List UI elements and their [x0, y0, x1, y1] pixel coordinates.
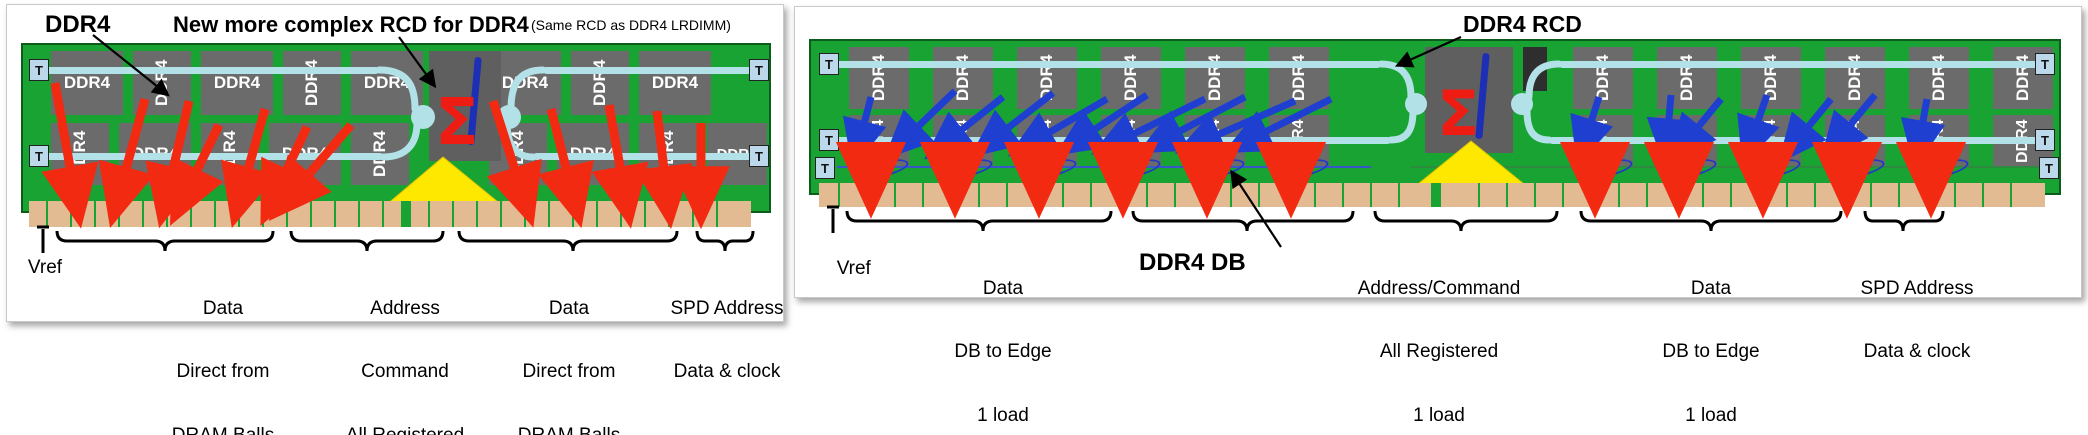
addr-trace-lower-left [835, 137, 1391, 144]
dram-package: DDR4 [1825, 47, 1885, 109]
terminator-bottom-right: T [2039, 157, 2059, 179]
left-edge-connector [29, 201, 751, 227]
dram-package: DDR4 [1909, 47, 1969, 109]
addr-trace-right [1559, 61, 2045, 68]
addr-node-right [497, 105, 521, 129]
terminator-bottom-left: T [29, 145, 49, 167]
db-m-icon: M [1285, 145, 1311, 175]
db-m-icon: M [1201, 145, 1227, 175]
addr-trace-lower-left [43, 153, 383, 160]
addr-node-right [1511, 93, 1533, 115]
addr-node-left [411, 105, 435, 129]
db-m-icon: M [865, 145, 891, 175]
terminator-top-right: T [2035, 53, 2055, 75]
left-pcb: DDR4 DDR4 DDR4 DDR4 DDR4 DDR4 DDR4 DDR4 … [21, 43, 771, 213]
db-m-icon: M [1589, 145, 1615, 175]
dram-package: DDR4 [201, 51, 273, 115]
dram-package: DDR4 [933, 47, 993, 109]
dram-package: DDR4 [1269, 47, 1329, 109]
rcd-sigma-icon: Σ [435, 86, 479, 160]
db-m-icon: M [949, 145, 975, 175]
caption-address-command: Address Command All Registered 1 load [346, 297, 464, 435]
dram-package: DDR4 [1573, 47, 1633, 109]
terminator-top-left: T [29, 59, 49, 81]
caption-vref: Vref [27, 257, 63, 278]
right-title-rcd: DDR4 RCD [1463, 11, 1582, 37]
dram-package: DDR4 [1185, 47, 1245, 109]
dram-package: DDR4 [1017, 47, 1077, 109]
rcd-side-chip [1523, 47, 1547, 91]
caption-data-left: Data Direct from DRAM Balls 1 – 2 loads [172, 297, 274, 435]
dram-package: DDR4 [639, 51, 711, 115]
terminator-bottom-right: T [749, 145, 769, 167]
addr-trace-right [543, 67, 753, 74]
caption-data-right: Data DB to Edge 1 load [1662, 277, 1760, 427]
addr-trace-lower-right [533, 153, 753, 160]
dram-package: DDR4 [849, 47, 909, 109]
addr-node-left [1405, 93, 1427, 115]
dram-package: DDR4 [351, 51, 423, 115]
dram-package: DDR4 [51, 51, 123, 115]
addr-trace-left [43, 67, 379, 74]
dram-package: DDR4 [133, 51, 191, 115]
dram-package: DDR4 [1741, 47, 1801, 109]
db-m-icon: M [1841, 145, 1867, 175]
addr-trace-lower-right [1549, 137, 2045, 144]
dram-package: DDR4 [1657, 47, 1717, 109]
caption-address-command: Address/Command All Registered 1 load [1357, 277, 1521, 427]
caption-spd: SPD Address Data & clock [670, 297, 784, 383]
label-ddr4-db: DDR4 DB [1139, 249, 1246, 276]
left-panel-rdimm: DDR4 New more complex RCD for DDR4 (Same… [6, 4, 784, 435]
caption-data-right: Data Direct from DRAM Balls 1 – 2 loads [518, 297, 620, 435]
dram-package: DDR4 [571, 51, 629, 115]
left-title-paren: (Same RCD as DDR4 LRDIMM) [531, 17, 731, 33]
caption-spd: SPD Address Data & clock [1860, 277, 1974, 363]
right-edge-connector [819, 183, 2045, 207]
db-m-icon: M [1033, 145, 1059, 175]
terminator-top-left: T [819, 53, 839, 75]
right-pcb: DDR4 DDR4 DDR4 DDR4 DDR4 DDR4 DDR4 DDR4 … [809, 39, 2061, 195]
left-title-ddr4: DDR4 [45, 11, 111, 38]
caption-data-left: Data DB to Edge 1 load [954, 277, 1052, 427]
rcd-chip: Σ [429, 51, 501, 161]
db-m-icon: M [1757, 145, 1783, 175]
caption-vref: Vref [836, 258, 871, 280]
terminator-mid-right: T [2035, 129, 2055, 151]
terminator-bottom-left: T [815, 157, 835, 179]
rcd-chip: Σ [1425, 47, 1513, 153]
addr-trace-left [835, 61, 1381, 68]
dram-package: DDR4 [283, 51, 341, 115]
right-panel-lrdimm: DDR4 RCD DDR4 DDR4 DDR4 DDR4 DDR4 DDR4 D… [794, 6, 2082, 426]
db-m-icon: M [1673, 145, 1699, 175]
db-m-icon: M [1925, 145, 1951, 175]
dram-package: DDR4 [1101, 47, 1161, 109]
db-m-icon: M [1117, 145, 1143, 175]
terminator-top-right: T [749, 59, 769, 81]
terminator-mid-left: T [819, 129, 839, 151]
rcd-sigma-icon: Σ [1437, 77, 1480, 150]
left-title-main: New more complex RCD for DDR4 [173, 12, 529, 37]
